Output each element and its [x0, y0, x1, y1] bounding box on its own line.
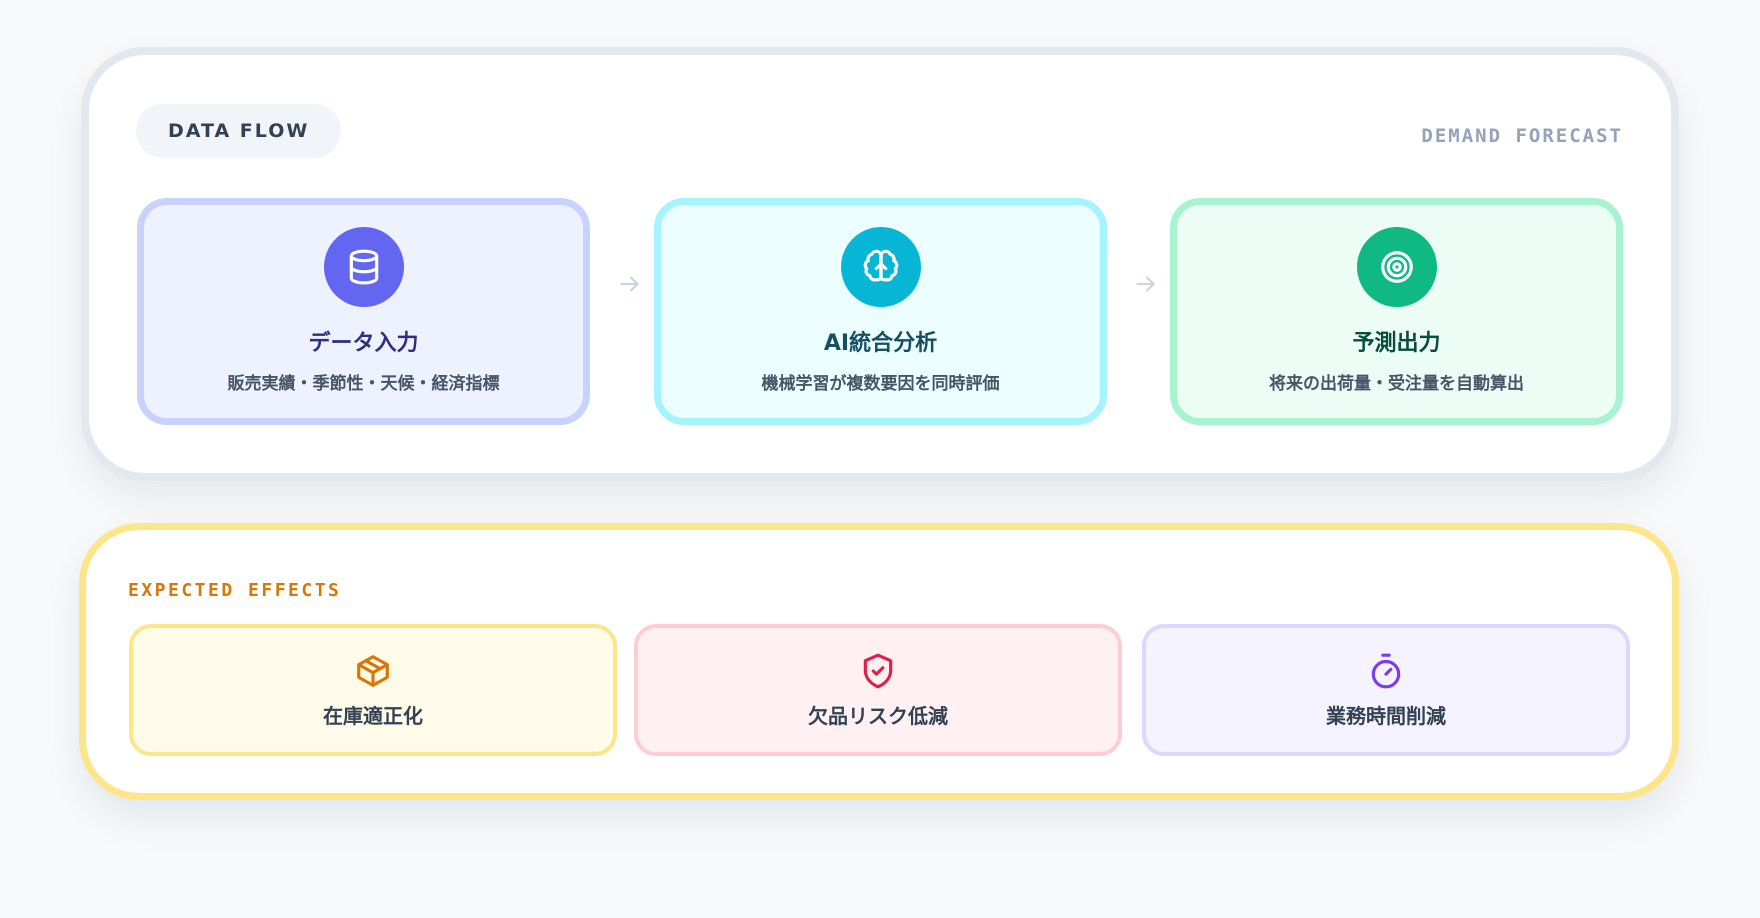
- step-icon-circle: [1356, 227, 1437, 307]
- data-flow-badge: DATA FLOW: [136, 104, 342, 158]
- effect-label: 欠品リスク低減: [808, 704, 948, 728]
- step-icon-circle: [840, 227, 921, 307]
- brain-icon: [863, 249, 898, 282]
- effect-stockout-risk-reduction: 欠品リスク低減: [634, 624, 1122, 756]
- step-title: AI統合分析: [823, 331, 938, 356]
- arrow-right-icon: [616, 272, 644, 296]
- step-subtitle: 機械学習が複数要因を同時評価: [761, 374, 1000, 394]
- step-subtitle: 将来の出荷量・受注量を自動算出: [1269, 374, 1524, 394]
- database-icon: [349, 249, 378, 285]
- step-title: 予測出力: [1352, 331, 1441, 356]
- target-icon: [1380, 251, 1413, 283]
- arrow-right-icon: [1132, 272, 1160, 296]
- effect-inventory-optimization: 在庫適正化: [129, 624, 617, 756]
- demand-forecast-tag: DEMAND FORECAST: [1421, 125, 1623, 147]
- step-icon-circle: [323, 227, 404, 307]
- flow-step-data-input: データ入力 販売実績・季節性・天候・経済指標: [137, 198, 590, 425]
- package-icon: [357, 655, 389, 687]
- expected-effects-panel: EXPECTED EFFECTS 在庫適正化 欠品リスク低減 業務時間削減: [79, 523, 1679, 800]
- expected-effects-label: EXPECTED EFFECTS: [128, 580, 342, 601]
- flow-step-forecast-output: 予測出力 将来の出荷量・受注量を自動算出: [1170, 198, 1623, 425]
- effect-work-time-reduction: 業務時間削減: [1142, 624, 1630, 756]
- data-flow-panel: DATA FLOW DEMAND FORECAST データ入力 販売実績・季節性…: [81, 47, 1679, 481]
- timer-icon: [1371, 653, 1401, 689]
- effect-label: 業務時間削減: [1326, 704, 1446, 728]
- step-title: データ入力: [308, 331, 419, 356]
- step-subtitle: 販売実績・季節性・天候・経済指標: [227, 374, 500, 394]
- flow-step-ai-analysis: AI統合分析 機械学習が複数要因を同時評価: [654, 198, 1107, 425]
- shield-check-icon: [863, 653, 893, 689]
- effect-label: 在庫適正化: [323, 704, 423, 728]
